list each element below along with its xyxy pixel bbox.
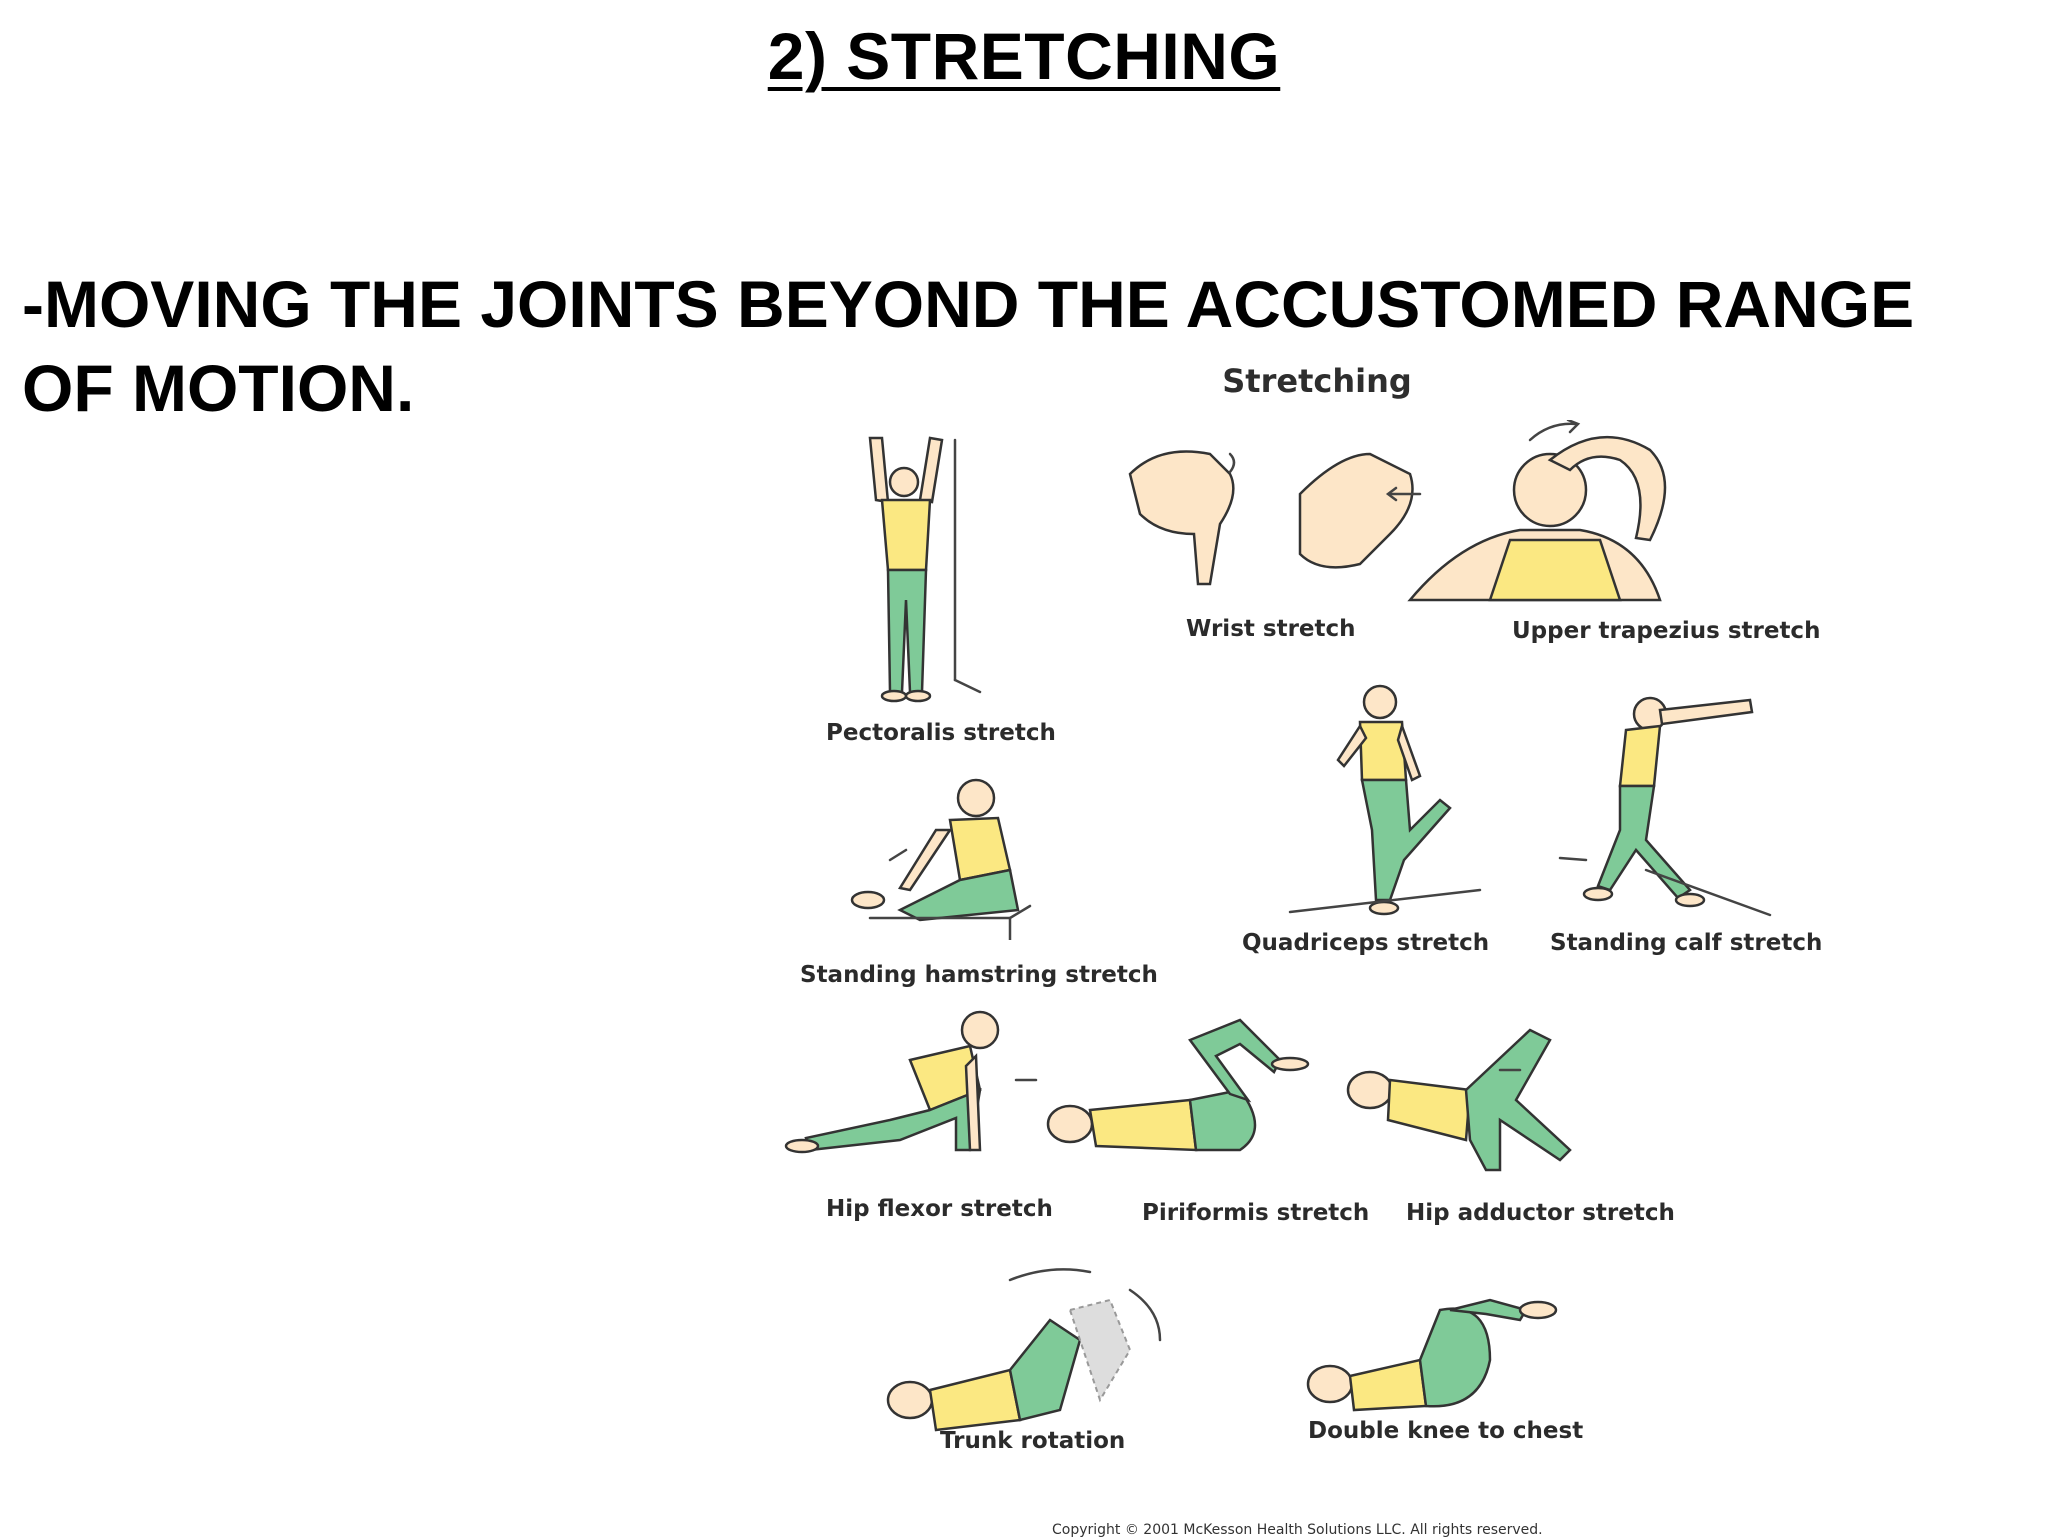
exercise-label: Quadriceps stretch: [1242, 930, 1490, 956]
hip-adductor-stretch-illustration: [1346, 1028, 1572, 1172]
double-knee-to-chest-illustration: [1306, 1298, 1558, 1412]
upper-trapezius-stretch-illustration: [1407, 420, 1667, 602]
exercise-label: Hip adductor stretch: [1406, 1200, 1675, 1226]
pectoralis-stretch-illustration: [868, 436, 982, 703]
slide-title: 2) STRETCHING: [767, 19, 1281, 93]
exercise-label: Wrist stretch: [1186, 616, 1356, 642]
exercise-label: Double knee to chest: [1308, 1418, 1584, 1444]
exercise-label: Upper trapezius stretch: [1512, 618, 1821, 644]
wrist-stretch-illustration: [1128, 450, 1422, 586]
piriformis-stretch-illustration: [1046, 1018, 1310, 1152]
hip-flexor-stretch-illustration: [784, 1010, 1038, 1154]
exercise-label: Pectoralis stretch: [826, 720, 1056, 746]
exercise-label: Standing calf stretch: [1550, 930, 1823, 956]
figure-title: Stretching: [1222, 362, 1412, 400]
exercise-label: Hip flexor stretch: [826, 1196, 1053, 1222]
trunk-rotation-illustration: [886, 1268, 1162, 1432]
exercise-label: Trunk rotation: [940, 1428, 1126, 1454]
stretching-illustration: Stretching Pectoralis stretch Wrist stre…: [770, 350, 1900, 1538]
exercise-label: Piriformis stretch: [1142, 1200, 1370, 1226]
standing-calf-stretch-illustration: [1558, 696, 1772, 917]
standing-hamstring-stretch-illustration: [850, 778, 1032, 940]
copyright-notice: Copyright © 2001 McKesson Health Solutio…: [1052, 1522, 1543, 1538]
exercise-label: Standing hamstring stretch: [800, 962, 1158, 988]
quadriceps-stretch-illustration: [1288, 684, 1482, 916]
slide-body-text: -MOVING THE JOINTS BEYOND THE ACCUSTOMED…: [22, 267, 1915, 425]
